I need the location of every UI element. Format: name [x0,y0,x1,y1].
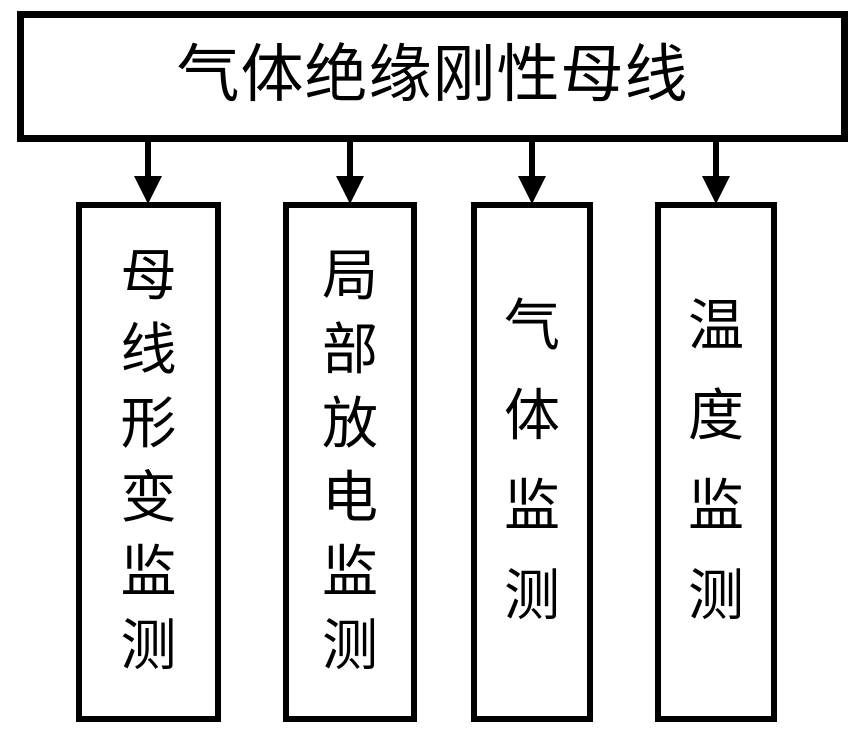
label-char: 监 [120,540,177,605]
label-char: 局 [322,244,378,309]
child-node-label-3: 气体监测 [477,208,587,716]
child-node-box-2: 局部放电监测 [283,202,417,722]
label-char: 测 [504,564,560,629]
label-char: 部 [322,318,378,383]
label-char: 测 [120,614,177,679]
label-char: 放 [322,392,378,457]
child-node-label-1: 母线形变监测 [82,208,215,716]
arrow-to-child-4 [699,142,733,204]
label-char: 体 [504,384,560,449]
label-char: 测 [322,614,378,679]
root-node-box: 气体绝缘刚性母线 [17,11,848,142]
child-node-label-2: 局部放电监测 [289,208,411,716]
arrow-to-child-3 [515,142,549,204]
label-char: 度 [688,384,744,449]
child-node-box-4: 温度监测 [655,202,777,722]
label-char: 测 [688,564,744,629]
label-char: 气 [504,294,560,359]
label-char: 监 [322,540,378,605]
label-char: 温 [688,294,744,359]
label-char: 形 [120,392,177,457]
child-node-box-1: 母线形变监测 [76,202,221,722]
label-char: 线 [120,318,177,383]
root-node-label: 气体绝缘刚性母线 [176,38,689,111]
label-char: 监 [504,474,560,539]
child-node-box-3: 气体监测 [471,202,593,722]
arrow-to-child-1 [131,142,165,204]
label-char: 母 [120,244,177,309]
label-char: 变 [120,466,177,531]
label-char: 电 [322,466,378,531]
label-char: 监 [688,474,744,539]
arrow-to-child-2 [333,142,367,204]
child-node-label-4: 温度监测 [661,208,771,716]
